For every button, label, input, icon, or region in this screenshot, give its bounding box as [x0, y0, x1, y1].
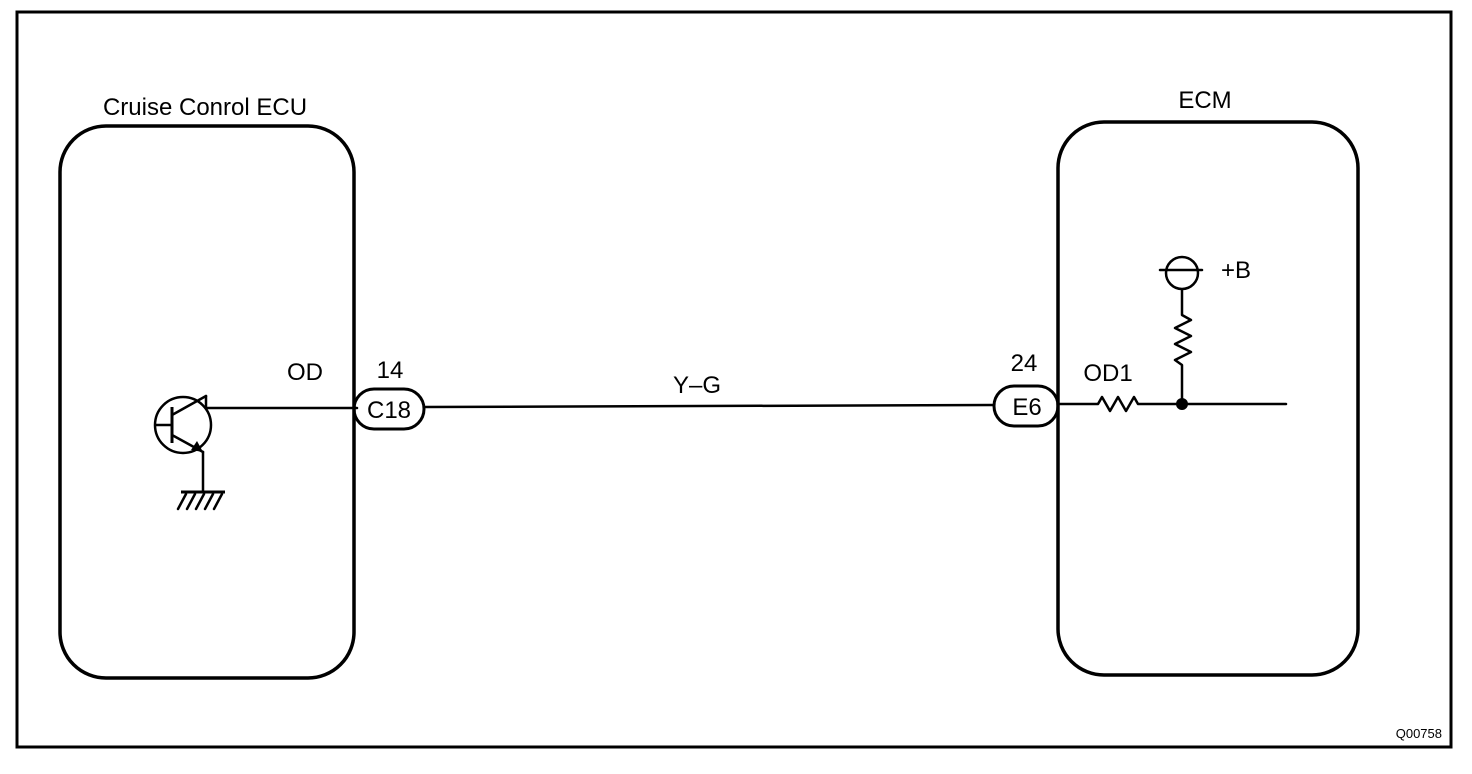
plus-b-label: +B [1221, 257, 1251, 284]
pull-up-resistor-icon [1173, 288, 1193, 406]
ecm-box [1056, 120, 1360, 677]
od-pin-label: OD [287, 359, 323, 386]
od1-input-line [1056, 395, 1288, 413]
figure-id: Q00758 [1396, 726, 1442, 741]
cruise-control-ecu: Cruise Conrol ECU OD [58, 94, 359, 680]
harness-wire [422, 403, 996, 409]
collector-lead [204, 394, 359, 410]
connector-e6: 24 E6 [992, 350, 1060, 428]
od1-pin-label: OD1 [1083, 360, 1132, 387]
diagram-frame [15, 10, 1453, 749]
ecm-title: ECM [1178, 87, 1231, 114]
transistor-icon [153, 394, 213, 455]
connector-e6-pin-number: 24 [1011, 350, 1038, 377]
connector-c18-id: C18 [367, 397, 411, 424]
ground-icon [176, 490, 225, 511]
cruise-control-ecu-title: Cruise Conrol ECU [103, 94, 307, 121]
supply-terminal-icon [1158, 255, 1204, 291]
wire-color-code: Y–G [673, 372, 721, 399]
connector-c18-pin-number: 14 [377, 357, 404, 384]
ecm: ECM OD1 +B [1056, 87, 1360, 677]
connector-c18-shape [352, 387, 426, 431]
connector-e6-id: E6 [1012, 394, 1041, 421]
connector-c18: 14 C18 [352, 357, 426, 431]
